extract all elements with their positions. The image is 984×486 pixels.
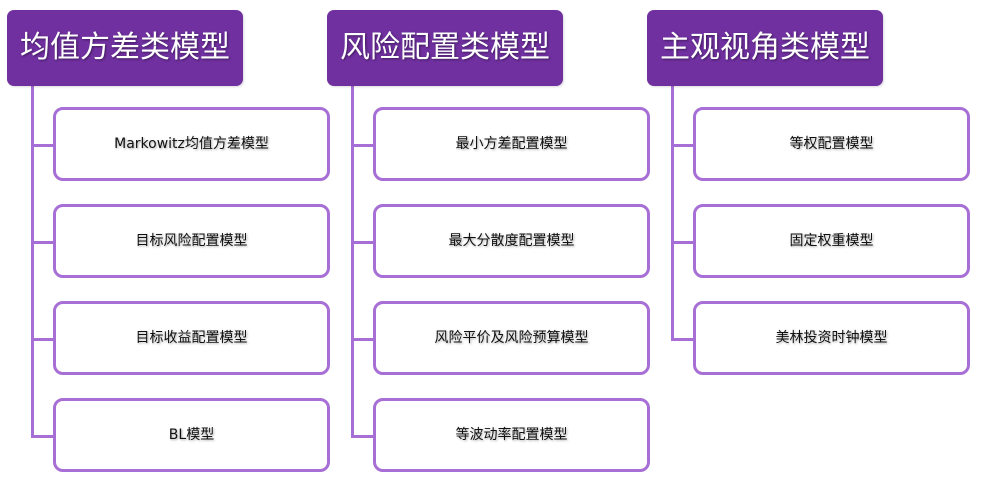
connector-branch: [31, 435, 55, 438]
connector-trunk: [671, 86, 674, 340]
category-header: 风险配置类模型: [327, 10, 563, 86]
connector-branch: [671, 144, 695, 147]
model-box: 等波动率配置模型: [373, 398, 650, 472]
connector-branch: [351, 435, 375, 438]
category-header: 主观视角类模型: [647, 10, 883, 86]
model-box: BL模型: [53, 398, 330, 472]
model-box: 最小方差配置模型: [373, 107, 650, 181]
model-box: 目标风险配置模型: [53, 204, 330, 278]
connector-branch: [351, 338, 375, 341]
connector-branch: [31, 144, 55, 147]
category-mean-variance: 均值方差类模型 Markowitz均值方差模型 目标风险配置模型 目标收益配置模…: [5, 0, 335, 486]
model-box: 风险平价及风险预算模型: [373, 301, 650, 375]
connector-branch: [31, 338, 55, 341]
connector-branch: [351, 144, 375, 147]
connector-trunk: [351, 86, 354, 437]
connector-branch: [31, 241, 55, 244]
connector-branch: [351, 241, 375, 244]
connector-branch: [671, 241, 695, 244]
category-risk-allocation: 风险配置类模型 最小方差配置模型 最大分散度配置模型 风险平价及风险预算模型 等…: [325, 0, 655, 486]
category-header: 均值方差类模型: [7, 10, 243, 86]
model-box: Markowitz均值方差模型: [53, 107, 330, 181]
model-box: 目标收益配置模型: [53, 301, 330, 375]
connector-branch: [671, 338, 695, 341]
model-box: 固定权重模型: [693, 204, 970, 278]
model-box: 美林投资时钟模型: [693, 301, 970, 375]
connector-trunk: [31, 86, 34, 437]
model-box: 等权配置模型: [693, 107, 970, 181]
model-box: 最大分散度配置模型: [373, 204, 650, 278]
category-subjective-view: 主观视角类模型 等权配置模型 固定权重模型 美林投资时钟模型: [645, 0, 975, 486]
